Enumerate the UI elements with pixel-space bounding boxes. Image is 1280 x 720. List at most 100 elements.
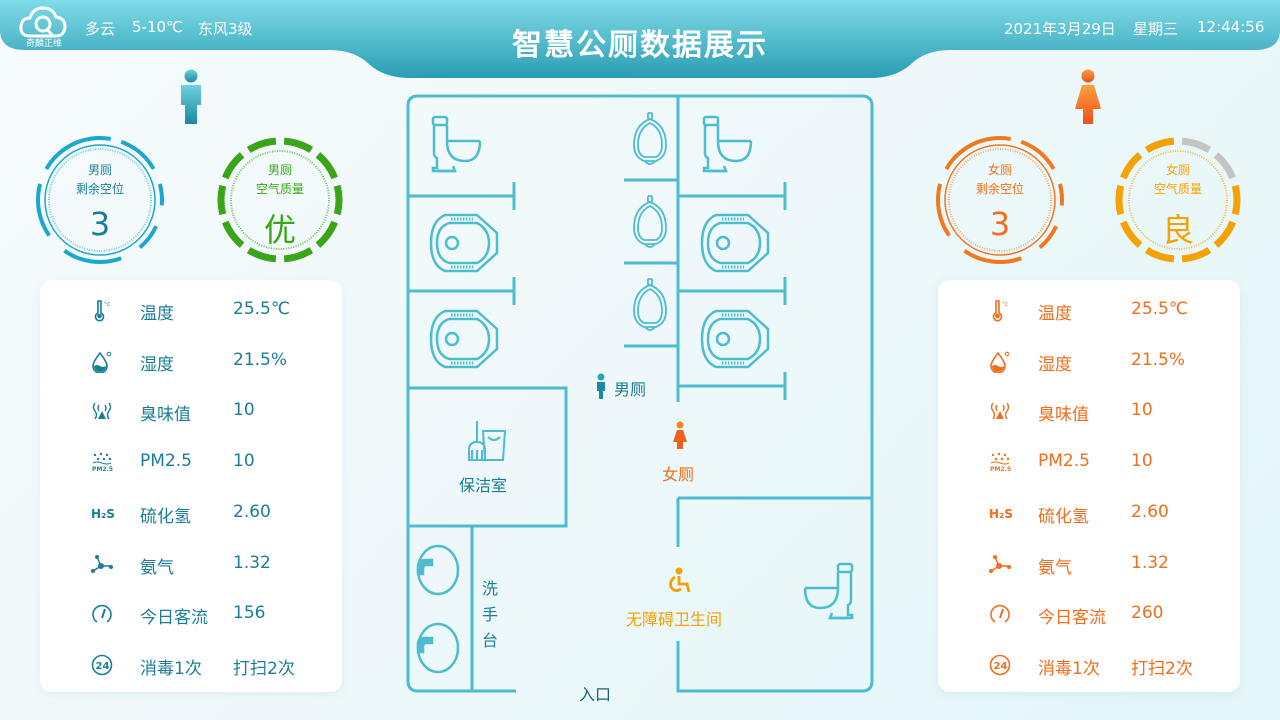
gauge-value: 3 xyxy=(89,205,111,243)
urinal-icon xyxy=(633,195,667,248)
wash-label-3: 台 xyxy=(482,631,499,650)
ring-segment xyxy=(138,225,159,250)
metric-label: PM2.5 xyxy=(140,451,192,472)
logo-icon xyxy=(19,6,67,38)
ring-segment xyxy=(944,144,971,171)
quality-segment xyxy=(315,220,338,248)
humidity-icon xyxy=(90,349,114,373)
metric-label: 温度 xyxy=(1038,304,1072,324)
gauge-title: 男厕 xyxy=(267,163,292,177)
h2s-icon: H₂S xyxy=(90,501,114,525)
quality-segment xyxy=(1231,184,1241,216)
gauge-icon xyxy=(90,602,114,626)
pm25-icon: PM2.5 xyxy=(90,450,114,474)
metric-value: 1.32 xyxy=(1131,552,1169,573)
24h-icon: 24 xyxy=(988,653,1012,677)
accessible-room-label: 无障碍卫生间 xyxy=(626,610,723,629)
metric-value: 10 xyxy=(1131,451,1153,472)
odor-icon xyxy=(90,399,114,423)
metric-label: 湿度 xyxy=(140,354,174,375)
male-marker-icon xyxy=(597,373,605,399)
gauge-subtitle: 剩余空位 xyxy=(75,182,124,196)
metric-label: 湿度 xyxy=(1038,354,1072,375)
sink-icon xyxy=(416,622,460,674)
metric-label: 氨气 xyxy=(140,557,174,578)
metric-label: 消毒1次 xyxy=(140,658,202,679)
metric-value: 1.32 xyxy=(233,552,271,573)
pm25-icon: PM2.5 xyxy=(988,450,1012,474)
humidity-icon xyxy=(988,349,1012,373)
metric-row: °c 温度 25.5℃ xyxy=(938,295,1238,325)
squat-toilet-icon xyxy=(700,309,770,369)
svg-text:H₂S: H₂S xyxy=(91,507,114,521)
svg-text:°c: °c xyxy=(1002,301,1008,308)
ring-segment xyxy=(1038,225,1059,250)
wind: 东风3级 xyxy=(198,20,253,38)
gauge-title: 男厕 xyxy=(87,163,112,177)
quality-segment xyxy=(1181,246,1212,263)
date: 2021年3月29日 xyxy=(1004,20,1116,38)
svg-text:PM2.5: PM2.5 xyxy=(92,466,113,473)
quality-segment xyxy=(1115,184,1125,216)
metric-row: 湿度 21.5% xyxy=(40,346,340,376)
ring-segment xyxy=(936,183,951,237)
quality-segment xyxy=(1144,137,1175,154)
ring-inner xyxy=(944,144,1056,256)
metric-row: 湿度 21.5% xyxy=(938,346,1238,376)
wash-label-2: 手 xyxy=(482,605,499,624)
metric-value: 21.5% xyxy=(1131,349,1186,370)
ring-dotted xyxy=(948,148,1052,252)
metric-value: 打扫2次 xyxy=(1131,658,1193,679)
cleaning-room-label: 保洁室 xyxy=(459,476,508,495)
female-air-quality-gauge: 女厕 空气质量 良 xyxy=(1113,135,1243,265)
svg-text:PM2.5: PM2.5 xyxy=(990,466,1011,473)
metric-value: 21.5% xyxy=(233,349,288,370)
odor-icon xyxy=(988,399,1012,423)
metric-label: 消毒1次 xyxy=(1038,658,1100,679)
metric-value: 打扫2次 xyxy=(233,658,295,679)
thermometer-icon: °c xyxy=(90,298,114,322)
ammonia-icon xyxy=(988,552,1012,576)
walls xyxy=(406,94,874,693)
ring-segment xyxy=(120,139,156,171)
urinal-icon xyxy=(633,112,667,165)
ring-segment xyxy=(157,183,164,206)
accessible-toilet-icon xyxy=(803,562,854,620)
gauge-subtitle: 空气质量 xyxy=(255,182,304,196)
metric-value: 25.5℃ xyxy=(1131,299,1188,319)
gauge-value: 优 xyxy=(263,211,296,249)
header: 奇麟正维 多云 5-10℃ 东风3级 智慧公厕数据展示 2021年3月29日 星… xyxy=(0,0,1280,80)
metric-row: °c 温度 25.5℃ xyxy=(40,295,340,325)
metric-value: 10 xyxy=(233,451,255,472)
metric-label: 臭味值 xyxy=(140,405,191,426)
male-occupancy-gauge: 男厕 剩余空位 3 xyxy=(35,135,165,265)
header-band xyxy=(0,0,1280,78)
weather: 多云 xyxy=(85,20,116,38)
logo-text: 奇麟正维 xyxy=(25,39,62,49)
quality-segment xyxy=(333,184,343,216)
metric-label: 臭味值 xyxy=(1038,405,1089,426)
female-marker-icon xyxy=(673,421,687,449)
squat-toilet-icon xyxy=(700,213,770,273)
quality-segment xyxy=(217,184,227,216)
metric-value: 10 xyxy=(233,400,255,421)
ring-segment xyxy=(36,183,51,237)
gauge-subtitle: 剩余空位 xyxy=(975,182,1024,196)
metric-value: 25.5℃ xyxy=(233,299,290,319)
ammonia-icon xyxy=(90,552,114,576)
time: 12:44:56 xyxy=(1197,18,1265,36)
cleaning-icon xyxy=(468,421,507,461)
metric-label: 温度 xyxy=(140,304,174,324)
quality-segment xyxy=(1213,220,1236,248)
weekday: 星期三 xyxy=(1133,20,1179,38)
gauge-title: 女厕 xyxy=(1165,163,1190,177)
